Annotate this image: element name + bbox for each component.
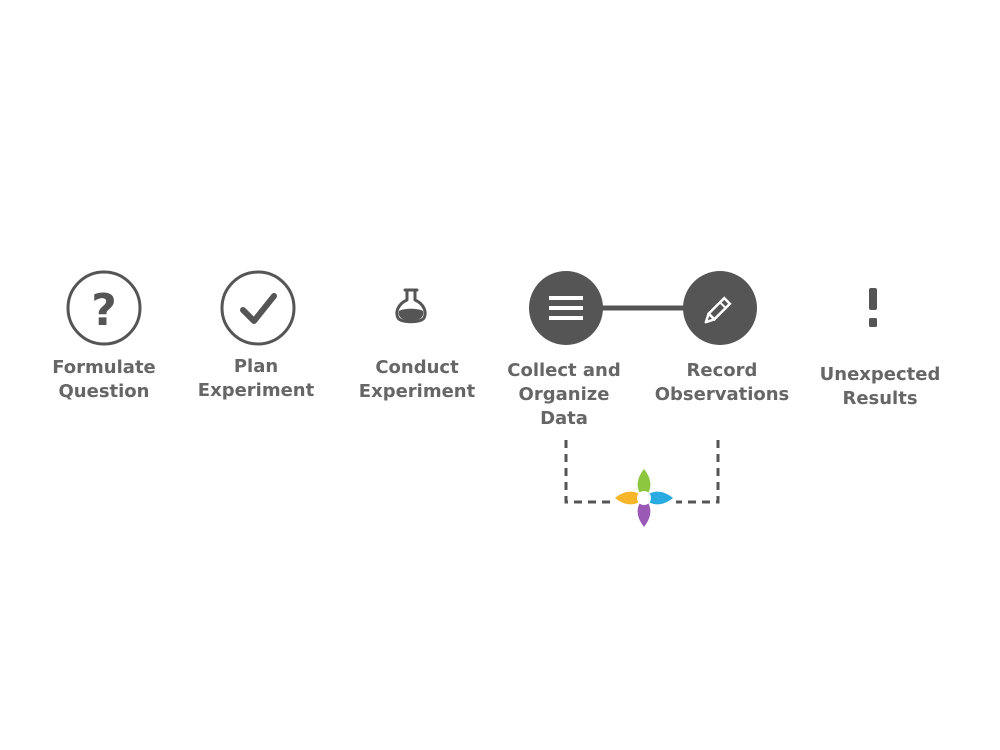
label-line: Conduct (375, 357, 459, 378)
dashed-connector-right (676, 440, 720, 504)
label-line: Data (540, 408, 588, 429)
step-label-record-observations: Record Observations (655, 359, 790, 407)
label-line: Plan (233, 356, 279, 377)
question-mark-circle-icon: ? (66, 270, 142, 346)
label-line: Question (58, 381, 150, 402)
label-line: Organize (518, 384, 610, 405)
step-label-plan-experiment: Plan Experiment (198, 355, 314, 403)
label-line: Experiment (197, 380, 315, 401)
step-label-collect-organize-data: Collect and Organize Data (507, 359, 621, 431)
label-line: Unexpected (819, 364, 941, 385)
four-petal-logo-icon (615, 469, 673, 527)
dashed-connector-left (564, 440, 612, 504)
exclamation-icon (869, 288, 877, 327)
pencil-filled-circle-icon (683, 271, 757, 345)
step-label-formulate-question: Formulate Question (52, 356, 156, 404)
label-line: Results (842, 388, 918, 409)
flask-icon (395, 288, 427, 324)
label-line: Observations (654, 384, 790, 405)
label-line: Record (686, 360, 758, 381)
list-filled-circle-icon (529, 271, 603, 345)
label-line: Experiment (358, 381, 476, 402)
label-line: Formulate (52, 357, 156, 378)
step-label-unexpected-results: Unexpected Results (820, 363, 941, 411)
svg-text:?: ? (91, 285, 117, 336)
label-line: Collect and (507, 360, 621, 381)
checkmark-circle-icon (220, 270, 296, 346)
step-label-conduct-experiment: Conduct Experiment (359, 356, 475, 404)
